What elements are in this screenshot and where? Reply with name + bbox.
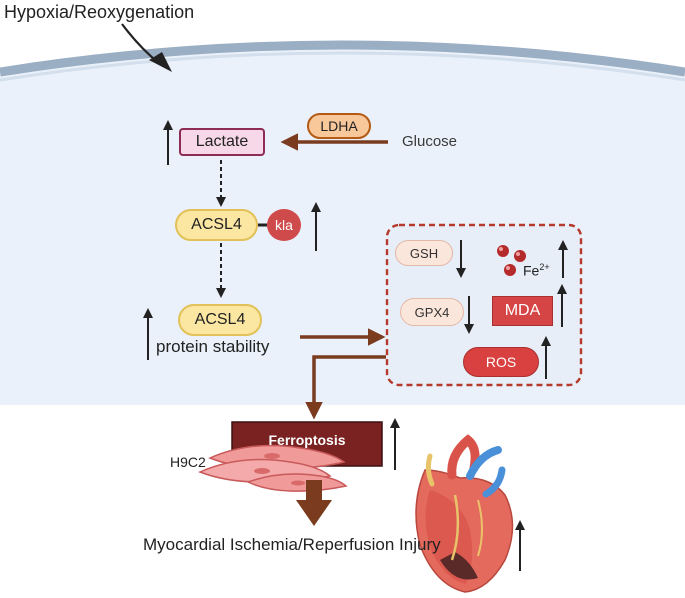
mda-node: MDA — [492, 296, 553, 326]
cell-membrane — [0, 40, 685, 77]
stimulus-label: Hypoxia/Reoxygenation — [4, 2, 195, 22]
cardiomyocyte-icon — [198, 444, 348, 492]
protein-stability-label: protein stability — [156, 337, 270, 356]
down-arrow-icon — [296, 480, 332, 526]
outcome-label: Myocardial Ischemia/Reperfusion Injury — [143, 535, 441, 554]
ros-node: ROS — [463, 347, 539, 377]
kla-modification: kla — [267, 209, 301, 241]
cell-membrane-inner — [0, 51, 685, 82]
ldha-enzyme: LDHA — [307, 113, 371, 139]
ferroptosis-label: Ferroptosis — [268, 432, 346, 448]
lactate-node: Lactate — [179, 128, 265, 156]
heart-icon — [415, 434, 514, 593]
acsl4-bottom-node: ACSL4 — [178, 304, 262, 336]
iron-particle-icon — [497, 245, 526, 276]
fe-base: Fe — [523, 262, 540, 279]
cytoplasm — [0, 45, 685, 405]
cell-line-label: H9C2 — [170, 454, 206, 470]
curved-arrow-icon — [121, 23, 172, 72]
fe-charge: 2+ — [539, 262, 550, 272]
gpx4-node: GPX4 — [400, 298, 464, 326]
box-to-ferroptosis-arrow — [305, 355, 386, 420]
acsl4-top-node: ACSL4 — [175, 209, 258, 241]
fe-label: Fe2+ — [523, 262, 550, 279]
glucose-label: Glucose — [402, 133, 458, 150]
gsh-node: GSH — [395, 240, 453, 266]
